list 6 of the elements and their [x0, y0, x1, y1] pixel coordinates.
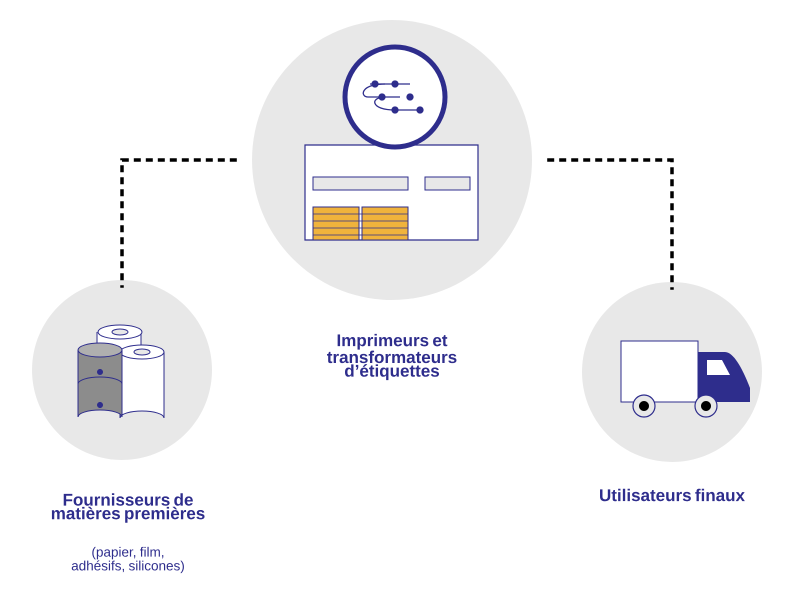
- node-label: Imprimeurs et transformateurs d’étiquettes: [327, 334, 456, 380]
- node-label: Utilisateurs finaux: [600, 488, 745, 502]
- node-label: Fournisseurs de matières premières: [52, 493, 205, 523]
- connector-line: [547, 158, 674, 290]
- node-note: (papier, film, adhésifs, silicones): [72, 546, 184, 574]
- connector-line: [120, 158, 237, 288]
